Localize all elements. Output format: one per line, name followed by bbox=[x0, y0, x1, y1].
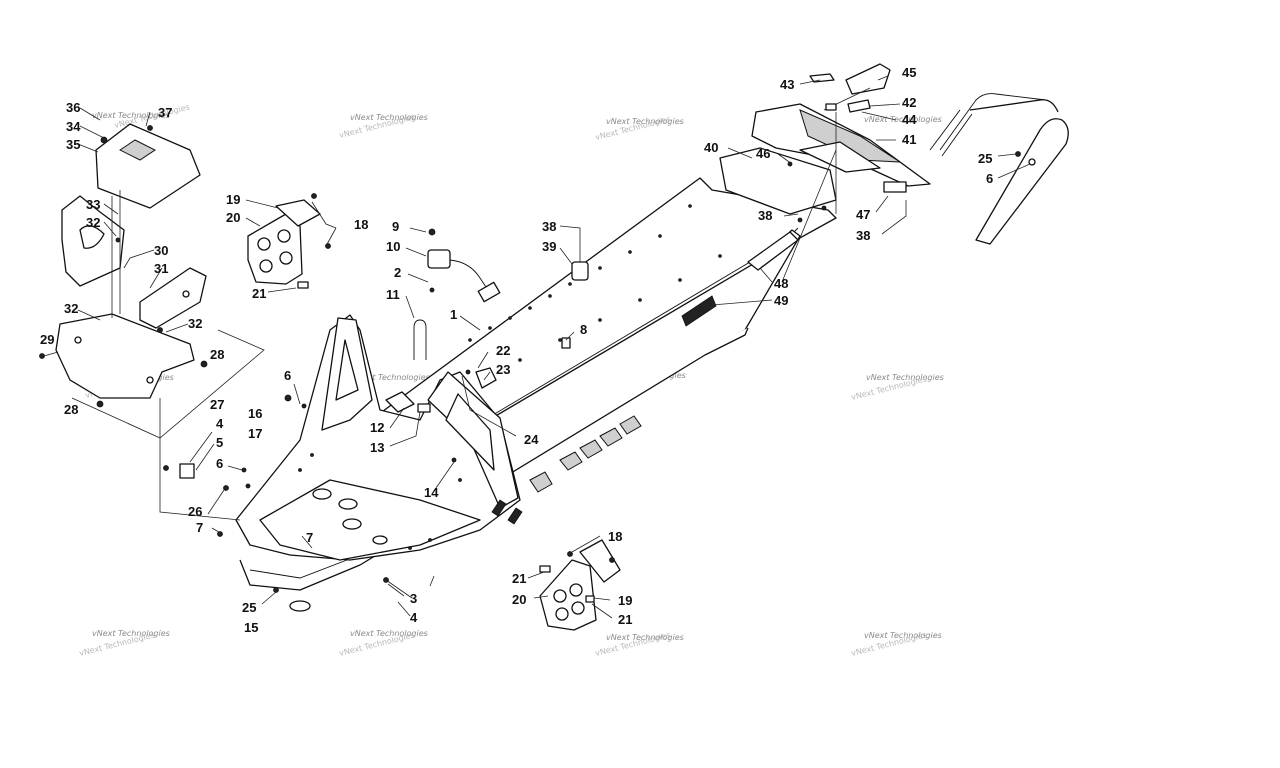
watermark: vNext Technologies bbox=[92, 111, 170, 120]
skid-plate-lower bbox=[539, 539, 621, 631]
watermark: vNext Technologies bbox=[350, 113, 428, 122]
callout-21: 21 bbox=[252, 286, 266, 301]
callout-38: 38 bbox=[542, 219, 556, 234]
callout-18: 18 bbox=[608, 529, 622, 544]
callout-32: 32 bbox=[188, 316, 202, 331]
tunnel-side-cutouts bbox=[529, 415, 642, 493]
callout-11: 11 bbox=[386, 287, 400, 302]
callout-8: 8 bbox=[580, 322, 587, 337]
callout-29: 29 bbox=[40, 332, 54, 347]
callout-6: 6 bbox=[216, 456, 223, 471]
callout-19: 19 bbox=[226, 192, 240, 207]
callout-32: 32 bbox=[64, 301, 78, 316]
callout-49: 49 bbox=[774, 293, 788, 308]
wiring-harness bbox=[427, 228, 501, 303]
steering-support-assembly bbox=[39, 123, 265, 521]
callout-3: 3 bbox=[410, 591, 417, 606]
callout-48: 48 bbox=[774, 276, 788, 291]
callout-labels: 36 37 34 35 33 32 30 31 32 32 29 28 28 2… bbox=[40, 65, 993, 635]
callout-34: 34 bbox=[66, 119, 81, 134]
callout-18: 18 bbox=[354, 217, 368, 232]
callout-21: 21 bbox=[618, 612, 632, 627]
callout-23: 23 bbox=[496, 362, 510, 377]
callout-4: 4 bbox=[216, 416, 224, 431]
callout-36: 36 bbox=[66, 100, 80, 115]
callout-16: 16 bbox=[248, 406, 262, 421]
callout-28: 28 bbox=[64, 402, 78, 417]
callout-43: 43 bbox=[780, 77, 794, 92]
callout-20: 20 bbox=[512, 592, 526, 607]
callout-6: 6 bbox=[284, 368, 291, 383]
callout-6: 6 bbox=[986, 171, 993, 186]
callout-39: 39 bbox=[542, 239, 556, 254]
callout-30: 30 bbox=[154, 243, 168, 258]
callout-17: 17 bbox=[248, 426, 262, 441]
callout-15: 15 bbox=[244, 620, 258, 635]
callout-44: 44 bbox=[902, 112, 917, 127]
callout-10: 10 bbox=[386, 239, 400, 254]
callout-22: 22 bbox=[496, 343, 510, 358]
plug-cap bbox=[289, 600, 311, 612]
rear-bumper bbox=[821, 93, 1069, 245]
callout-45: 45 bbox=[902, 65, 916, 80]
callout-5: 5 bbox=[216, 435, 223, 450]
tunnel-rivets bbox=[468, 204, 722, 362]
watermark: vNext Technologies bbox=[606, 117, 684, 126]
leader-lines bbox=[77, 75, 1031, 619]
callout-33: 33 bbox=[86, 197, 100, 212]
callout-28: 28 bbox=[210, 347, 224, 362]
front-bulkhead bbox=[235, 314, 523, 561]
callout-31: 31 bbox=[154, 261, 168, 276]
callout-46: 46 bbox=[756, 146, 770, 161]
callout-42: 42 bbox=[902, 95, 916, 110]
callout-19: 19 bbox=[618, 593, 632, 608]
callout-38: 38 bbox=[758, 208, 772, 223]
callout-9: 9 bbox=[392, 219, 399, 234]
callout-2: 2 bbox=[394, 265, 401, 280]
callout-24: 24 bbox=[524, 432, 539, 447]
callout-32: 32 bbox=[86, 215, 100, 230]
watermark: vNext Technologies bbox=[352, 373, 430, 382]
callout-26: 26 bbox=[188, 504, 202, 519]
callout-40: 40 bbox=[704, 140, 718, 155]
callout-25: 25 bbox=[978, 151, 992, 166]
callout-12: 12 bbox=[370, 420, 384, 435]
callout-37: 37 bbox=[158, 105, 172, 120]
rear-storage-and-grab bbox=[719, 63, 931, 223]
harness-hoop bbox=[413, 319, 427, 360]
callout-27: 27 bbox=[210, 397, 224, 412]
callout-7: 7 bbox=[306, 530, 313, 545]
watermark: vNext Technologies bbox=[864, 631, 942, 640]
callout-1: 1 bbox=[450, 307, 457, 322]
callout-47: 47 bbox=[856, 207, 870, 222]
watermark: vNext Technologies bbox=[92, 629, 170, 638]
callout-41: 41 bbox=[902, 132, 916, 147]
tunnel-decal bbox=[681, 295, 717, 327]
callout-25: 25 bbox=[242, 600, 256, 615]
watermark: vNext Technologies bbox=[606, 633, 684, 642]
rear-flap bbox=[747, 231, 799, 271]
callout-7: 7 bbox=[196, 520, 203, 535]
watermark: vNext Technologies bbox=[866, 373, 944, 382]
callout-35: 35 bbox=[66, 137, 80, 152]
watermark: vNext Technologies bbox=[864, 115, 942, 124]
callout-4: 4 bbox=[410, 610, 418, 625]
callout-14: 14 bbox=[424, 485, 439, 500]
callout-13: 13 bbox=[370, 440, 384, 455]
callout-38: 38 bbox=[856, 228, 870, 243]
watermark: vNext Technologies bbox=[350, 629, 428, 638]
skid-plate-upper bbox=[247, 193, 331, 289]
callout-21: 21 bbox=[512, 571, 526, 586]
callout-20: 20 bbox=[226, 210, 240, 225]
